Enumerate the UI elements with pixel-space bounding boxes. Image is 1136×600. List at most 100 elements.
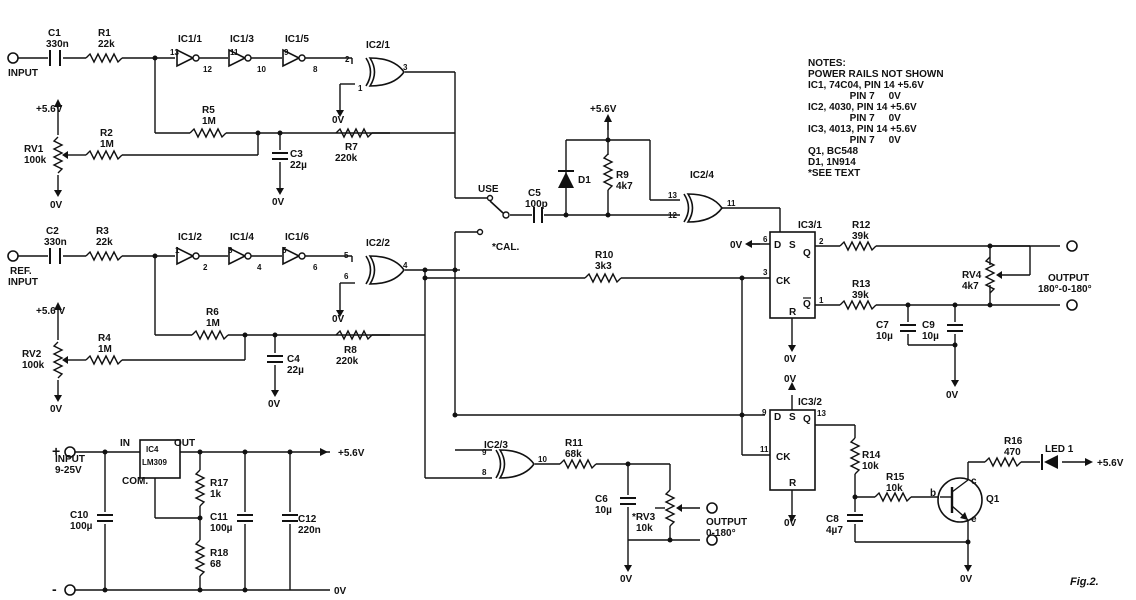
svg-text:0V: 0V [730,240,743,251]
svg-text:1: 1 [358,84,363,93]
r2-resistor [85,150,123,160]
c12-capacitor [281,514,299,522]
r10-resistor [584,273,622,283]
r4-resistor [85,355,123,365]
ic15-label: IC1/5 [285,34,309,45]
r1-resistor [85,53,123,63]
svg-text:R16: R16 [1004,436,1023,447]
ic2-1-xor-gate [365,57,405,87]
svg-text:R7: R7 [345,142,358,153]
gnd-arrow-icon [745,240,760,248]
svg-text:9-25V: 9-25V [55,465,82,476]
svg-text:R9: R9 [616,170,629,181]
gnd-icon [270,379,280,398]
q1-transistor [937,477,983,523]
ic21-label: IC2/1 [366,40,390,51]
svg-text:10: 10 [538,455,547,464]
wiring [18,57,1085,591]
svg-text:1M: 1M [98,344,112,355]
svg-text:D1: D1 [578,175,591,186]
led1-diode [1041,454,1058,470]
d1-diode [558,170,574,188]
ic1-2-inverter [176,247,200,265]
svg-text:C11: C11 [210,512,228,523]
svg-text:100µ: 100µ [70,521,93,532]
svg-text:R12: R12 [852,220,871,231]
svg-text:180°-0-180°: 180°-0-180° [1038,284,1092,295]
notes-line: NOTES: [808,58,846,69]
svg-text:11: 11 [760,445,769,454]
r18-resistor [195,539,205,577]
gnd-icon [623,554,633,573]
svg-text:R3: R3 [96,226,109,237]
svg-text:8: 8 [313,65,318,74]
svg-text:6: 6 [763,235,768,244]
svg-text:INPUT: INPUT [8,277,38,288]
svg-text:10k: 10k [886,483,903,494]
svg-text:22µ: 22µ [287,365,304,376]
svg-text:0V: 0V [784,354,797,365]
svg-text:RV1: RV1 [24,144,44,155]
svg-text:IC2/4: IC2/4 [690,170,714,181]
svg-text:R: R [789,478,797,489]
svg-text:e: e [971,514,977,525]
gnd-icon [53,384,63,403]
svg-text:0V: 0V [272,197,285,208]
svg-text:+5.6 V: +5.6 V [36,306,66,317]
svg-text:100k: 100k [22,360,45,371]
component-labels: C1 330n R1 22k INPUT IC1/1 IC1/3 IC1/5 I… [8,28,1124,597]
c5-capacitor [533,207,543,223]
r16-resistor [984,457,1022,467]
svg-text:R6: R6 [206,307,219,318]
notes-line: POWER RAILS NOT SHOWN [808,69,944,80]
svg-text:9: 9 [762,408,767,417]
notes-line: PIN 7 0V [808,135,901,146]
c7-capacitor [899,324,917,332]
svg-text:0V: 0V [620,574,633,585]
c1-label: C1 [48,28,61,39]
notes-line: D1, 1N914 [808,157,856,168]
notes-line: *SEE TEXT [808,168,861,179]
r12-resistor [839,241,877,251]
svg-text:0V: 0V [946,390,959,401]
r1-value: 22k [98,39,115,50]
notes-block: NOTES: POWER RAILS NOT SHOWN IC1, 74C04,… [808,58,1008,179]
svg-text:100µ: 100µ [210,523,233,534]
svg-text:3: 3 [403,63,408,72]
svg-text:LED 1: LED 1 [1045,444,1074,455]
svg-text:8: 8 [482,468,487,477]
vcc-label: +5.6V [1097,458,1124,469]
c11-capacitor [236,514,254,522]
svg-text:IC1/6: IC1/6 [285,232,309,243]
notes-line: IC3, 4013, PIN 14 +5.6V [808,124,917,135]
svg-text:220k: 220k [335,153,358,164]
svg-text:4k7: 4k7 [616,181,633,192]
svg-text:+: + [52,443,60,459]
output-terminal-b [1066,299,1078,311]
svg-text:9: 9 [482,448,487,457]
svg-text:C5: C5 [528,188,541,199]
svg-text:0V: 0V [784,518,797,529]
c3-capacitor [271,152,289,160]
svg-text:4k7: 4k7 [962,281,979,292]
svg-text:220k: 220k [336,356,359,367]
svg-text:2: 2 [203,263,208,272]
svg-text:C9: C9 [922,320,935,331]
svg-text:0V: 0V [332,115,345,126]
svg-text:+5.6V: +5.6V [338,448,365,459]
svg-text:-: - [52,581,57,597]
svg-text:10µ: 10µ [876,331,893,342]
svg-text:R14: R14 [862,450,881,461]
svg-text:2: 2 [819,237,824,246]
ic1-1-inverter [176,49,200,67]
svg-text:330n: 330n [44,237,67,248]
svg-text:IC1/2: IC1/2 [178,232,202,243]
svg-text:5: 5 [282,246,287,255]
svg-text:100k: 100k [24,155,47,166]
svg-text:RV4: RV4 [962,270,982,281]
svg-text:0V: 0V [50,200,63,211]
svg-text:*CAL.: *CAL. [492,242,519,253]
svg-text:100p: 100p [525,199,548,210]
r7-resistor [335,128,373,138]
svg-text:C3: C3 [290,149,303,160]
